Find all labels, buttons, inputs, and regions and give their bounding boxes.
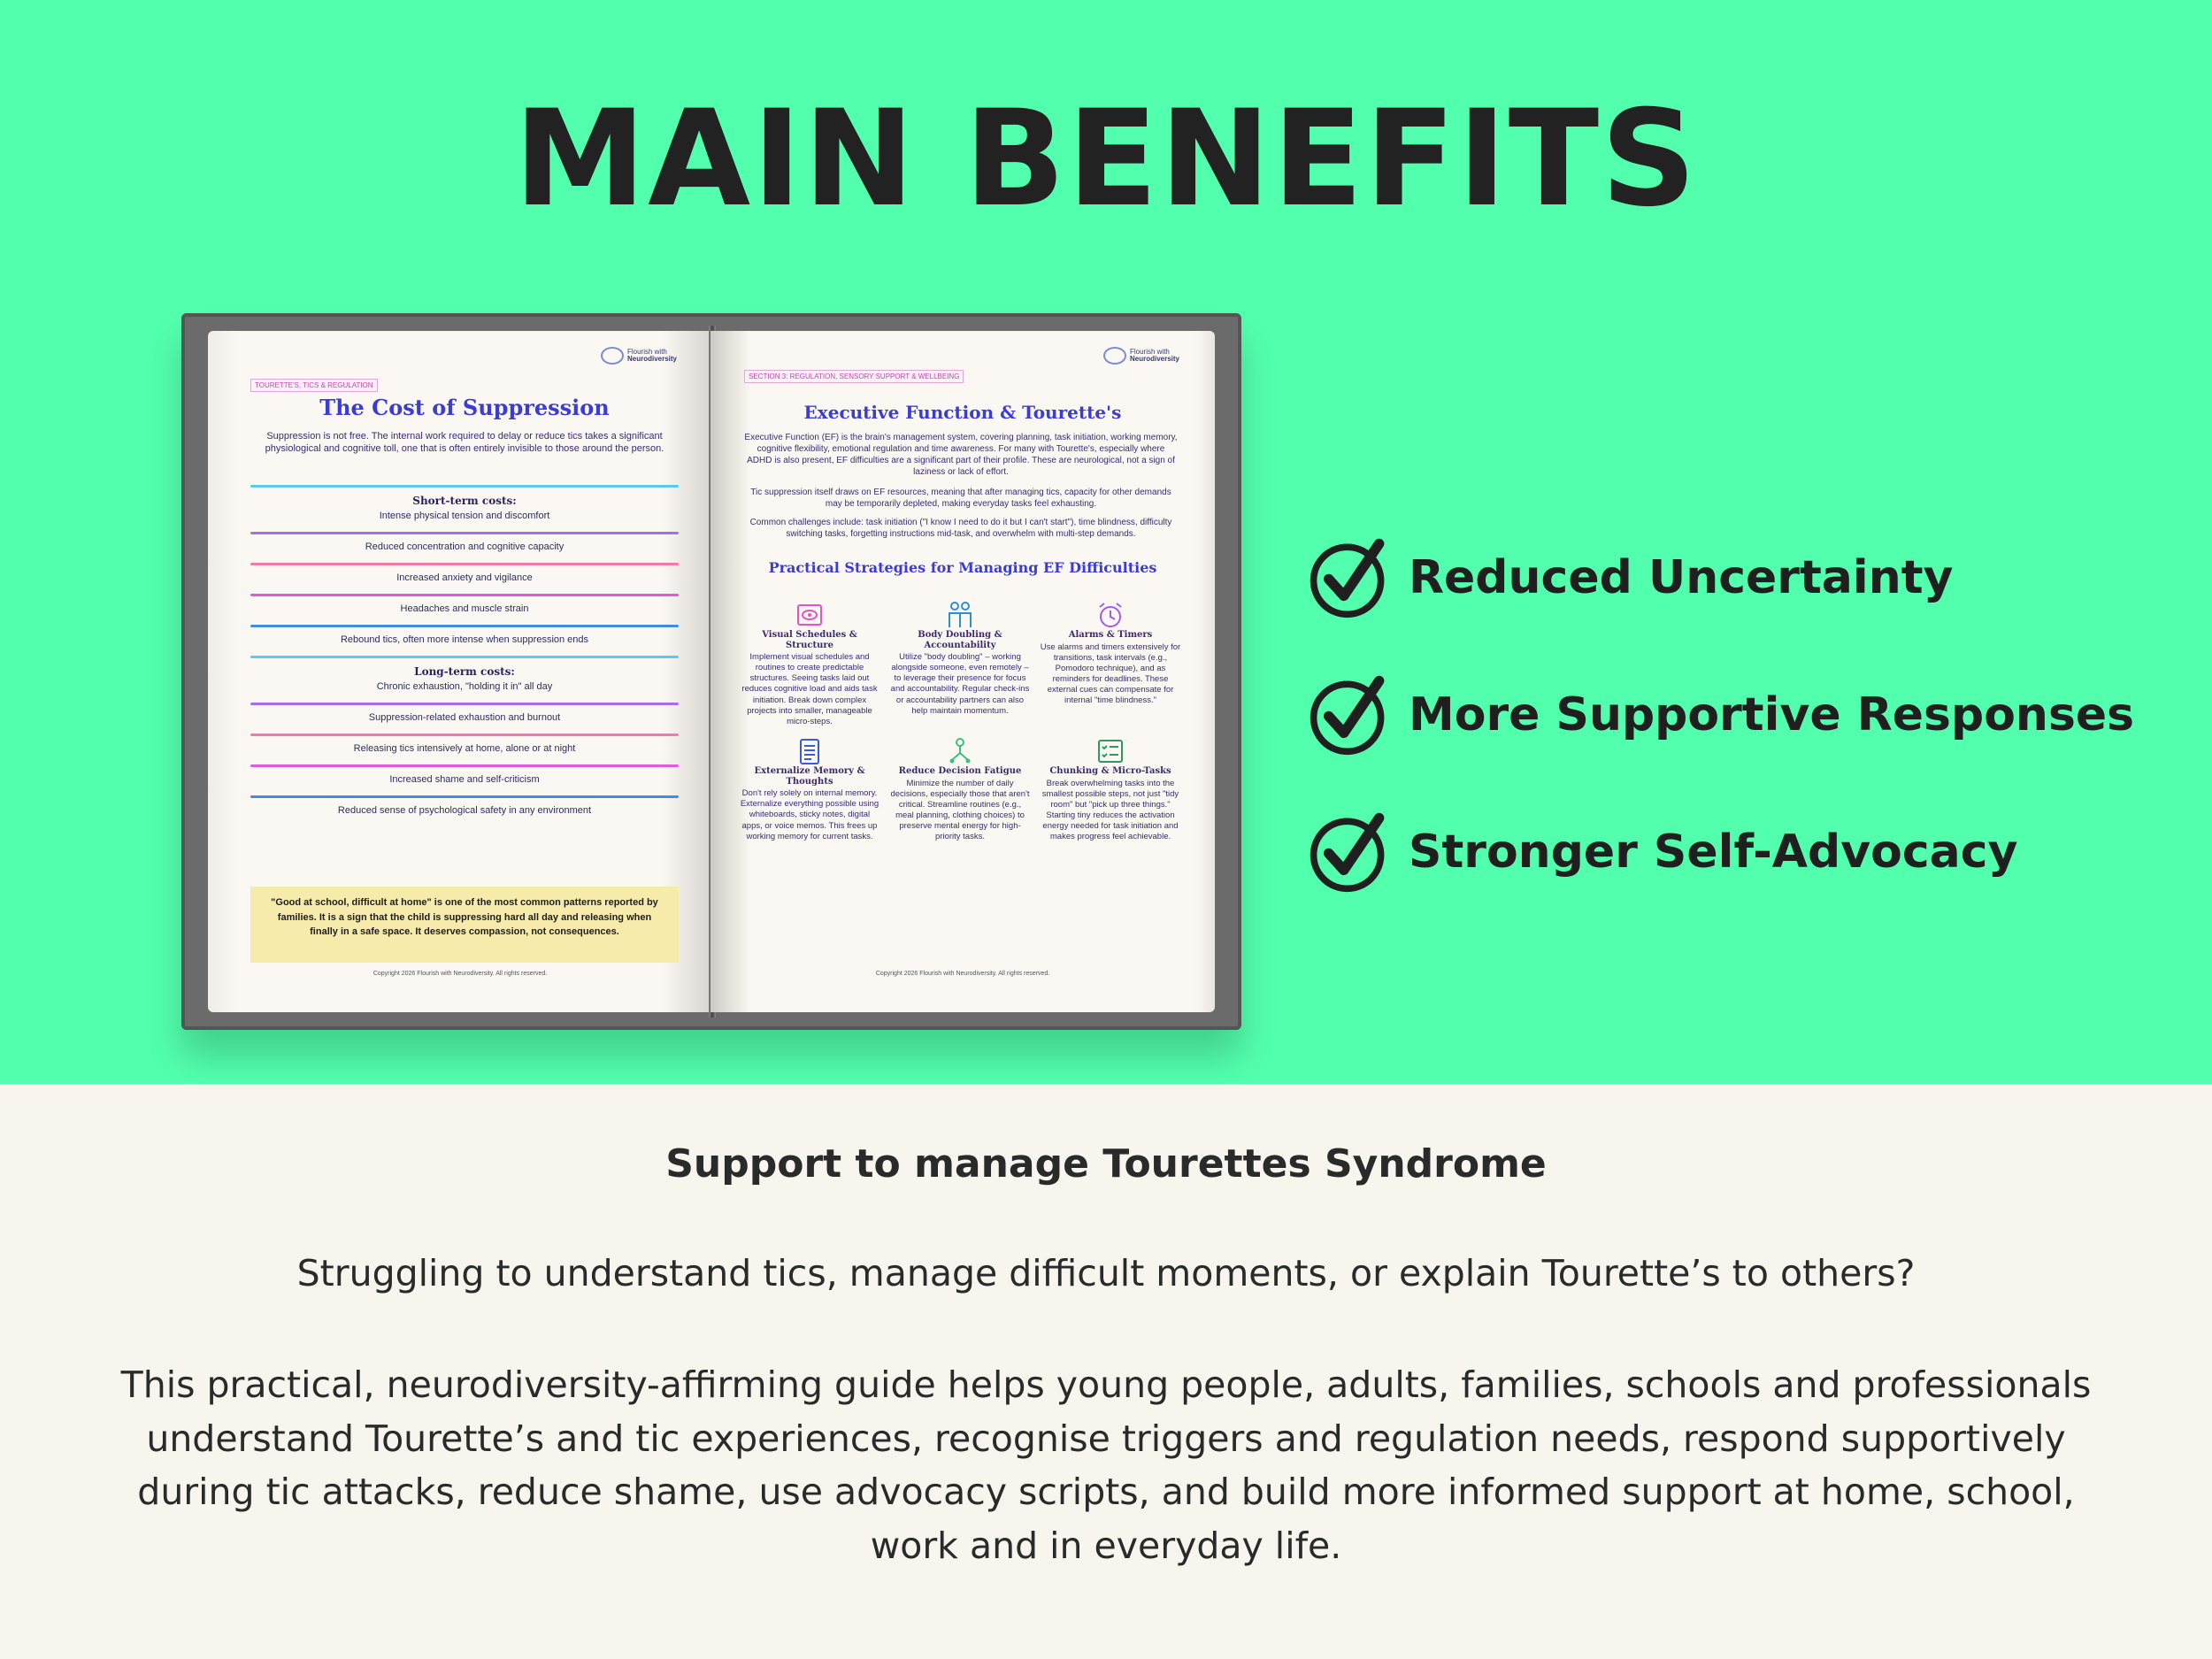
benefit-label: Stronger Self-Advocacy	[1409, 825, 2018, 879]
list-item: Intense physical tension and discomfort	[379, 511, 550, 521]
divider	[250, 795, 679, 798]
list-item: Headaches and muscle strain	[400, 603, 529, 614]
list-item: Rebound tics, often more intense when su…	[340, 634, 589, 645]
ef-paragraph: Executive Function (EF) is the brain's m…	[744, 433, 1178, 477]
book-left-page: Flourish with Neurodiversity TOURETTE'S,…	[208, 331, 712, 1012]
check-circle-icon	[1310, 538, 1385, 618]
ef-paragraph: Tic suppression itself draws on EF resou…	[750, 488, 1171, 509]
strategy-card: Externalize Memory & Thoughts Don't rely…	[739, 736, 880, 842]
book-right-page: Flourish with Neurodiversity SECTION 3: …	[710, 331, 1215, 1012]
copyright: Copyright 2026 Flourish with Neurodivers…	[875, 971, 1050, 977]
strategies-title: Practical Strategies for Managing EF Dif…	[768, 559, 1157, 576]
strategy-card: Body Doubling & Accountability Utilize "…	[889, 600, 1031, 727]
list-item: Increased anxiety and vigilance	[396, 572, 533, 583]
divider	[250, 733, 679, 736]
logo-mark-icon	[600, 347, 624, 365]
description-title: Support to manage Tourettes Syndrome	[665, 1141, 1547, 1187]
logo-mark-icon	[1102, 347, 1126, 365]
strategy-title: Visual Schedules & Structure	[762, 630, 857, 650]
strategy-text: Implement visual schedules and routines …	[741, 652, 878, 726]
right-page-title: Executive Function & Tourette's	[803, 402, 1122, 423]
section-tag: TOURETTE'S, TICS & REGULATION	[250, 379, 378, 392]
strategy-card: Visual Schedules & Structure Implement v…	[739, 600, 880, 727]
checklist-icon	[1098, 740, 1123, 764]
list-item: Chronic exhaustion, "holding it in" all …	[376, 681, 553, 692]
strategy-title: Alarms & Timers	[1068, 630, 1153, 640]
benefit-item: Stronger Self-Advocacy	[1307, 783, 2192, 920]
strategy-text: Utilize "body doubling" – working alongs…	[890, 652, 1030, 716]
long-term-heading: Long-term costs:	[414, 665, 515, 678]
divider	[250, 485, 679, 488]
strategy-text: Use alarms and timers extensively for tr…	[1040, 641, 1181, 706]
benefit-label: Reduced Uncertainty	[1409, 550, 1954, 604]
notepad-icon	[800, 739, 819, 765]
list-item: Releasing tics intensively at home, alon…	[353, 743, 576, 754]
divider	[250, 594, 679, 596]
strategy-title: Externalize Memory & Thoughts	[754, 766, 865, 787]
list-item: Increased shame and self-criticism	[389, 774, 540, 785]
logo: Flourish with Neurodiversity	[600, 347, 677, 365]
divider	[250, 625, 679, 627]
left-page-title: The Cost of Suppression	[319, 395, 610, 420]
section-tag: SECTION 3: REGULATION, SENSORY SUPPORT &…	[744, 370, 964, 383]
divider	[250, 532, 679, 534]
description-intro: Struggling to understand tics, manage di…	[296, 1252, 1916, 1294]
list-item: Reduced concentration and cognitive capa…	[365, 541, 565, 552]
divider	[250, 563, 679, 565]
strategy-card: Reduce Decision Fatigue Minimize the num…	[889, 736, 1031, 842]
strategy-text: Don't rely solely on internal memory. Ex…	[740, 788, 879, 841]
book-mockup: Flourish with Neurodiversity TOURETTE'S,…	[181, 313, 1241, 1030]
benefit-item: More Supportive Responses	[1307, 646, 2192, 783]
strategy-text: Break overwhelming tasks into the smalle…	[1041, 778, 1179, 842]
strategy-title: Body Doubling & Accountability	[918, 630, 1002, 650]
eye-schedule-icon	[797, 604, 822, 626]
people-icon	[949, 602, 972, 627]
alarm-clock-icon	[1099, 603, 1122, 627]
strategy-card: Alarms & Timers Use alarms and timers ex…	[1040, 600, 1181, 727]
logo: Flourish with Neurodiversity	[1102, 347, 1179, 365]
strategy-text: Minimize the number of daily decisions, …	[890, 778, 1030, 842]
benefits-list: Reduced Uncertainty More Supportive Resp…	[1307, 509, 2192, 920]
list-item: Reduced sense of psychological safety in…	[337, 805, 592, 816]
divider	[250, 656, 679, 658]
check-circle-icon	[1310, 675, 1385, 756]
benefit-label: More Supportive Responses	[1409, 687, 2135, 741]
benefit-item: Reduced Uncertainty	[1307, 509, 2192, 646]
decision-tree-icon	[949, 738, 971, 764]
divider	[250, 764, 679, 767]
callout-box: "Good at school, difficult at home" is o…	[250, 887, 679, 963]
ef-paragraph: Common challenges include: task initiati…	[749, 518, 1172, 539]
short-term-heading: Short-term costs:	[412, 495, 517, 507]
strategy-card: Chunking & Micro-Tasks Break overwhelmin…	[1040, 736, 1181, 842]
costs-list: Short-term costs: Intense physical tensi…	[250, 485, 679, 826]
strategy-title: Chunking & Micro-Tasks	[1049, 766, 1171, 777]
strategy-title: Reduce Decision Fatigue	[898, 766, 1022, 777]
left-page-intro: Suppression is not free. The internal wo…	[265, 431, 664, 455]
divider	[250, 703, 679, 705]
description-body: This practical, neurodiversity-affirming…	[120, 1363, 2092, 1568]
strategies-grid: Visual Schedules & Structure Implement v…	[739, 600, 1181, 843]
check-circle-icon	[1310, 812, 1385, 893]
copyright: Copyright 2026 Flourish with Neurodivers…	[373, 971, 548, 977]
list-item: Suppression-related exhaustion and burno…	[368, 712, 561, 723]
page-title: MAIN BENEFITS	[513, 82, 1699, 236]
